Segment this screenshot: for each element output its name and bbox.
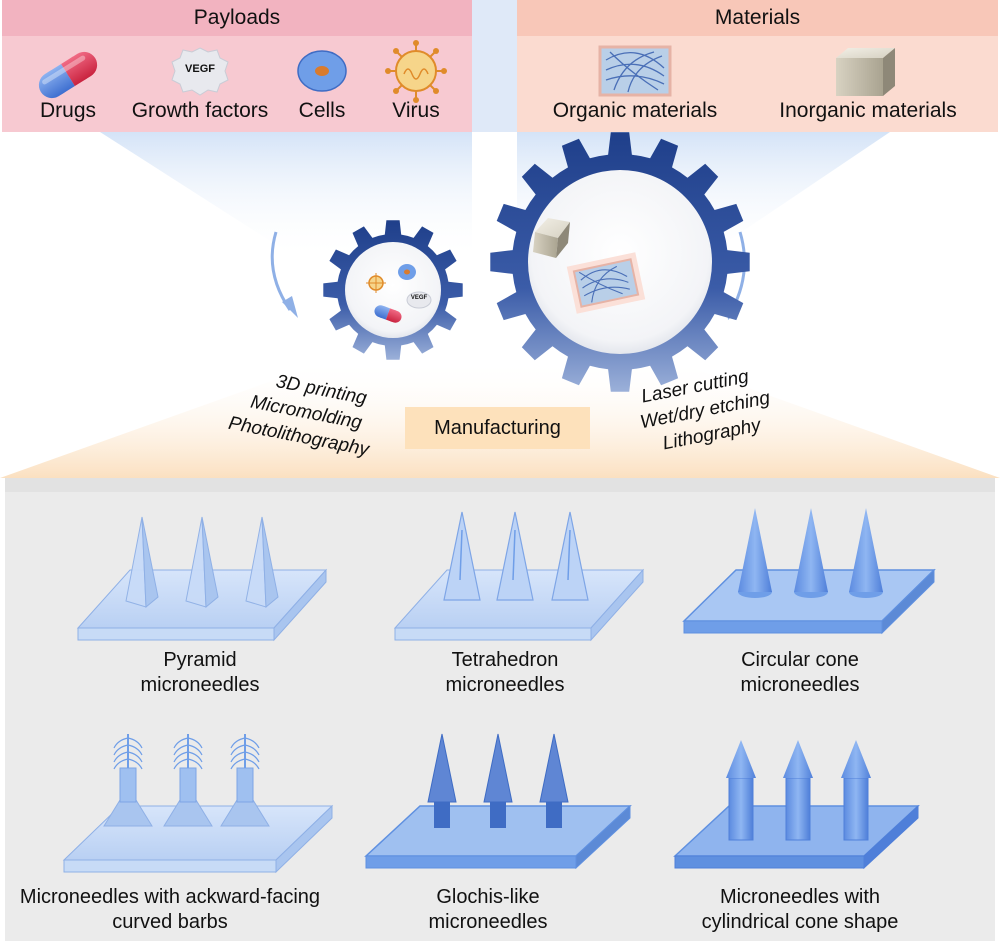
cylinder-needle-1-tip — [726, 740, 756, 778]
materials-title: Materials — [714, 6, 801, 29]
circular-cone-needle-3 — [849, 508, 883, 592]
barbed-needle-1-barb-3 — [113, 751, 143, 763]
glochis-needle-3-stem — [546, 802, 562, 828]
caption-glochis-line2: microneedles — [428, 911, 548, 933]
glochis-needle-3-head — [539, 733, 569, 803]
capsule-icon — [38, 51, 98, 99]
material-label-inorganic: Inorganic materials — [779, 99, 957, 122]
caption-pyramid-line2: microneedles — [140, 674, 260, 696]
glochis-needle-1-stem — [434, 802, 450, 828]
barbed-needle-1-shaft — [119, 767, 137, 803]
caption-circular-cone-line1: Circular cone — [741, 649, 859, 671]
manufacturing-box — [405, 407, 590, 449]
barbed-needle-3-barb-3 — [230, 751, 260, 763]
payload-label-growth-factors: Growth factors — [131, 99, 269, 122]
material-label-organic: Organic materials — [552, 99, 718, 122]
barbed-needle-2-barb-3 — [173, 751, 203, 763]
caption-cylindrical: Microneedles with cylindrical cone shape — [680, 885, 920, 935]
caption-cylindrical-line2: cylindrical cone shape — [701, 911, 899, 933]
inorganic-cube-icon — [836, 48, 895, 96]
barbed-needle-1-barb-4 — [113, 758, 143, 770]
tetrahedron-needle-1 — [443, 511, 481, 601]
circular-cone-needle-2 — [794, 508, 828, 592]
caption-glochis: Glochis-like microneedles — [388, 885, 588, 935]
tetrahedron-needle-2 — [496, 511, 534, 601]
caption-pyramid: Pyramid microneedles — [100, 648, 300, 698]
caption-circular-cone: Circular cone microneedles — [700, 648, 900, 698]
pyramid-needle-2-right — [201, 516, 219, 609]
cell-icon — [297, 50, 347, 92]
payloads-title: Payloads — [193, 6, 281, 29]
caption-tetrahedron-line1: Tetrahedron — [451, 649, 559, 671]
tetrahedron-needle-3-edge — [567, 529, 571, 581]
caption-cylindrical-line1: Microneedles with — [719, 886, 881, 908]
cylinder-needle-2-tip — [783, 740, 813, 778]
gear-cube-icon — [533, 218, 570, 258]
tetrahedron-needle-3 — [551, 511, 589, 601]
tetrahedron-needle-1-edge — [459, 529, 463, 581]
glochis-array — [364, 804, 632, 870]
payload-label-cells: Cells — [298, 99, 346, 122]
manufacturing-label: Manufacturing — [434, 417, 561, 439]
barbed-needle-3-barb-2 — [230, 744, 260, 756]
gear-organic-icon — [566, 252, 646, 314]
pyramid-needle-3-right — [261, 516, 279, 609]
barbed-needle-2-barb-4 — [173, 758, 203, 770]
caption-barbed-line2: curved barbs — [112, 911, 228, 933]
gear-virus-icon — [366, 273, 386, 293]
caption-circular-cone-line2: microneedles — [740, 674, 860, 696]
vegf-icon-text: VEGF — [185, 63, 215, 75]
caption-pyramid-line1: Pyramid — [163, 649, 237, 671]
glochis-needle-2-stem — [490, 802, 506, 828]
vegf-icon — [171, 47, 229, 96]
cylinder-needle-3-tip — [841, 740, 871, 778]
barbed-needle-3-barb-4 — [230, 758, 260, 770]
barbed-needle-3-shaft — [236, 767, 254, 803]
caption-barbed: Microneedles with ackward-facing curved … — [10, 885, 330, 935]
caption-barbed-line1: Microneedles with ackward-facing — [19, 886, 321, 908]
gear-cell-icon — [398, 264, 416, 280]
caption-glochis-line1: Glochis-like — [436, 886, 540, 908]
cylinder-needle-2-body — [785, 777, 811, 841]
glochis-needle-1-head — [427, 733, 457, 803]
virus-icon — [385, 40, 447, 103]
gear-vegf-icon — [406, 291, 432, 309]
barbed-needle-1-barb-2 — [113, 744, 143, 756]
circular-cone-needle-1 — [738, 508, 772, 592]
barbed-needle-2-barb-2 — [173, 744, 203, 756]
smallGear-hub — [345, 242, 441, 338]
gear-capsule-icon — [374, 305, 402, 323]
tetrahedron-needle-2-edge — [512, 529, 516, 581]
payload-label-virus: Virus — [392, 99, 440, 122]
cylinder-needle-3-body — [843, 777, 869, 841]
glochis-needle-2-head — [483, 733, 513, 803]
caption-tetrahedron-line2: microneedles — [445, 674, 565, 696]
gear-vegf-text: VEGF — [410, 295, 428, 301]
small-gear-icon — [323, 220, 463, 360]
pyramid-needle-1-right — [141, 516, 159, 609]
caption-tetrahedron: Tetrahedron microneedles — [405, 648, 605, 698]
barbed-needle-3-barb-1 — [230, 737, 260, 749]
barbed-needle-2-shaft — [179, 767, 197, 803]
payload-label-drugs: Drugs — [39, 99, 97, 122]
cylinder-needle-1-body — [728, 777, 754, 841]
barbed-needle-2-barb-1 — [173, 737, 203, 749]
barbed-needle-1-barb-1 — [113, 737, 143, 749]
organic-material-icon — [598, 45, 672, 97]
